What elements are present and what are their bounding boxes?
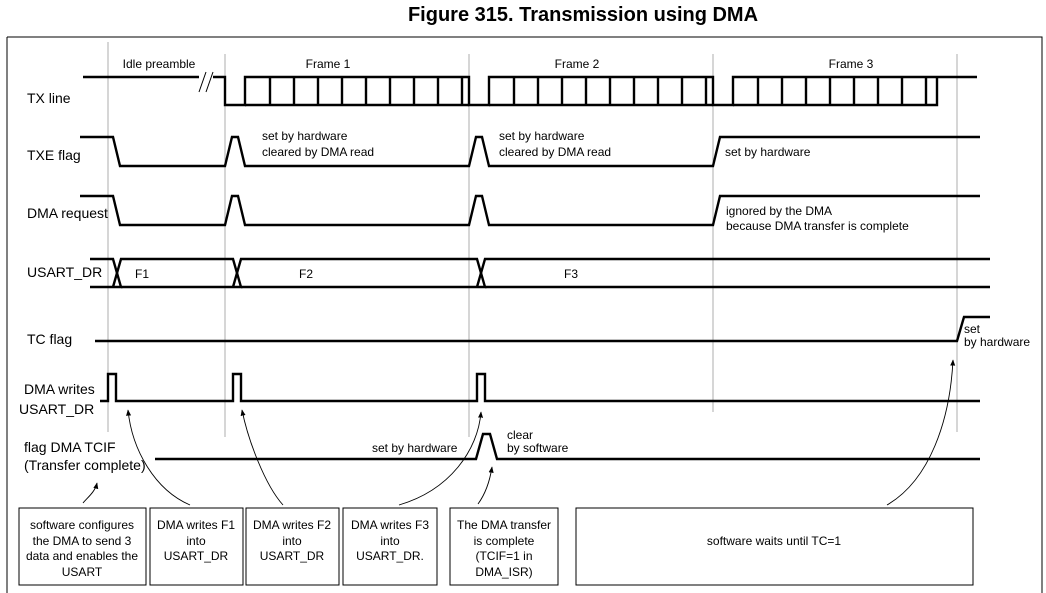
svg-text:into: into <box>186 534 206 548</box>
signal-label-txe-flag: TXE flag <box>27 147 81 163</box>
svg-text:software waits until TC=1: software waits until TC=1 <box>707 534 841 548</box>
box-software-configures: software configures the DMA to send 3 da… <box>18 507 147 586</box>
svg-text:DMA writes F3: DMA writes F3 <box>351 518 429 532</box>
signal-label-dma-writes-usart-dr: USART_DR <box>19 401 94 417</box>
tx-line-waveform <box>83 71 977 107</box>
tcif-annotation-clear: clear <box>507 428 533 442</box>
signal-label-usart-dr: USART_DR <box>27 264 102 280</box>
svg-text:is complete: is complete <box>474 534 535 548</box>
tcif-flag-waveform <box>155 432 980 461</box>
tcif-annotation-set-by-hardware: set by hardware <box>372 441 458 455</box>
phase-guide-lines <box>107 42 958 437</box>
signal-label-tcif: flag DMA TCIF <box>24 439 116 455</box>
txe-annotation-set-by-hardware-2: set by hardware <box>499 129 585 143</box>
txe-annotation-cleared-by-dma-read-1: cleared by DMA read <box>262 145 374 159</box>
txe-annotation-cleared-by-dma-read-2: cleared by DMA read <box>499 145 611 159</box>
box-dma-transfer-complete: The DMA transfer is complete (TCIF=1 in … <box>449 507 559 586</box>
box-dma-writes-f1: DMA writes F1 into USART_DR <box>149 507 244 586</box>
svg-text:into: into <box>380 534 400 548</box>
break-mark-icon <box>198 71 214 93</box>
dma-annotation-transfer-complete: because DMA transfer is complete <box>726 219 909 233</box>
txe-flag-waveform <box>80 135 980 168</box>
svg-text:DMA writes F1: DMA writes F1 <box>157 518 235 532</box>
usart-dr-value-f2: F2 <box>299 267 313 281</box>
txe-annotation-set-by-hardware-3: set by hardware <box>725 145 811 159</box>
svg-text:USART_DR: USART_DR <box>260 549 325 563</box>
svg-text:DMA_ISR): DMA_ISR) <box>475 565 532 579</box>
svg-text:into: into <box>282 534 302 548</box>
signal-label-transfer-complete: (Transfer complete) <box>24 457 146 473</box>
svg-text:The DMA transfer: The DMA transfer <box>457 518 551 532</box>
svg-text:software configures: software configures <box>30 518 134 532</box>
frame-1-label: Frame 1 <box>306 57 351 71</box>
txe-annotation-set-by-hardware-1: set by hardware <box>262 129 348 143</box>
dma-annotation-ignored: ignored by the DMA <box>726 204 832 218</box>
outer-frame <box>6 36 1043 593</box>
idle-preamble-label: Idle preamble <box>123 57 196 71</box>
tcif-annotation-by-software: by software <box>507 441 569 455</box>
box-dma-writes-f2: DMA writes F2 into USART_DR <box>245 507 340 586</box>
usart-dr-value-f1: F1 <box>135 267 149 281</box>
box-software-waits: software waits until TC=1 <box>575 507 974 586</box>
usart-dr-value-f3: F3 <box>564 267 578 281</box>
svg-text:(TCIF=1 in: (TCIF=1 in <box>475 549 532 563</box>
signal-label-tc-flag: TC flag <box>27 331 72 347</box>
svg-text:USART_DR.: USART_DR. <box>356 549 424 563</box>
event-arrows <box>82 359 956 506</box>
svg-text:DMA writes F2: DMA writes F2 <box>253 518 331 532</box>
tc-annotation-set: set <box>964 322 981 336</box>
svg-text:USART_DR: USART_DR <box>164 549 229 563</box>
usart-dr-bus-waveform <box>90 257 990 289</box>
tc-flag-waveform <box>95 315 990 343</box>
svg-text:the DMA to send 3: the DMA to send 3 <box>33 534 132 548</box>
box-dma-writes-f3: DMA writes F3 into USART_DR. <box>342 507 438 586</box>
signal-label-dma-writes: DMA writes <box>24 381 95 397</box>
svg-text:USART: USART <box>62 565 103 579</box>
figure-title: Figure 315. Transmission using DMA <box>408 4 758 26</box>
dma-request-waveform <box>80 194 980 227</box>
signal-label-dma-request: DMA request <box>27 205 108 221</box>
svg-text:data and enables the: data and enables the <box>26 549 138 563</box>
tc-annotation-by-hardware: by hardware <box>964 335 1030 349</box>
dma-writes-waveform <box>100 372 980 403</box>
frame-3-label: Frame 3 <box>829 57 874 71</box>
signal-label-tx-line: TX line <box>27 90 71 106</box>
frame-2-label: Frame 2 <box>555 57 600 71</box>
